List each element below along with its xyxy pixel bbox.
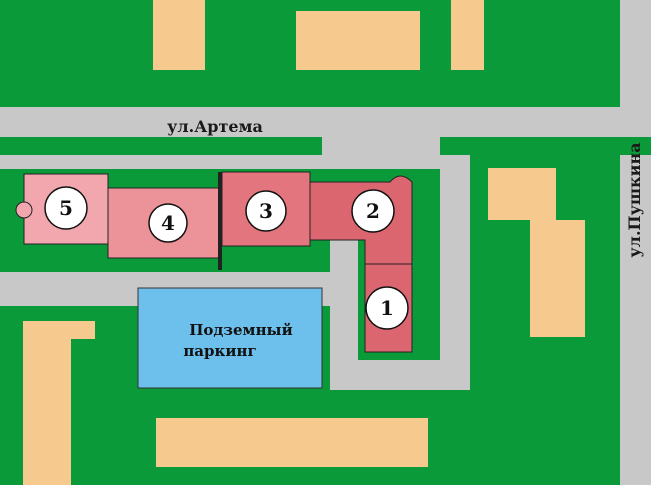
building-markers (44, 186, 409, 330)
existing-building (296, 11, 420, 70)
courtyard-road-4 (440, 137, 470, 390)
artema-street (0, 107, 651, 137)
marker-circle-1 (365, 286, 409, 330)
existing-buildings (23, 0, 585, 485)
building-number-3: 3 (259, 199, 273, 223)
existing-building (23, 321, 95, 339)
existing-building (530, 220, 585, 337)
existing-building (488, 168, 556, 220)
section-divider (218, 172, 222, 270)
parking-label-line1: Подземный (189, 321, 292, 339)
marker-circle-4 (148, 203, 188, 243)
pushkina-street (620, 0, 651, 485)
service-road (0, 155, 450, 169)
marker-circle-3 (245, 190, 287, 232)
lawn-strips (0, 137, 440, 155)
building-numbers: 5 4 3 2 1 (59, 196, 394, 320)
existing-building (153, 0, 205, 70)
marker-circle-2 (351, 189, 395, 233)
building-number-2: 2 (366, 199, 380, 223)
existing-building (23, 339, 71, 485)
underground-parking: Подземный паркинг (137, 287, 323, 389)
existing-building (451, 0, 484, 70)
existing-building (156, 418, 428, 467)
street-label-pushkina: ул.Пушкина (625, 142, 644, 257)
parking-label-line2: паркинг (183, 342, 256, 360)
street-label-artema: ул.Артема (167, 117, 263, 136)
marker-circle-5 (44, 186, 88, 230)
building-number-4: 4 (161, 211, 175, 235)
building-number-5: 5 (59, 196, 73, 220)
building-number-1: 1 (380, 296, 394, 320)
building-5-bay (15, 201, 33, 219)
